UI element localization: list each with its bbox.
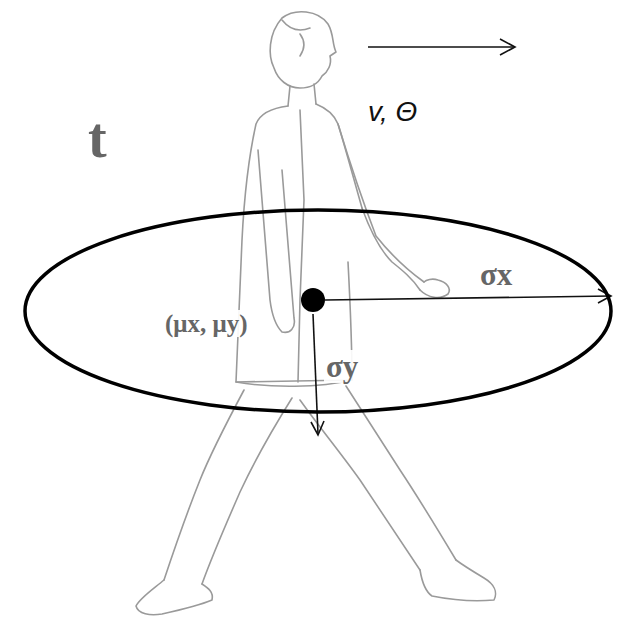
sigma-x-label: σx [478,258,514,291]
sigma-y-label: σy [324,350,360,383]
person-outline [136,12,496,615]
ellipse-outline [23,208,613,414]
velocity-arrow [368,39,515,55]
sigma-x-arrow [325,289,611,303]
mean-label: (μx, μy) [163,310,250,337]
distribution-ellipse: (μx, μy) σx σy [23,208,613,414]
mean-dot [301,288,325,312]
time-label: t [88,110,107,166]
ellipse-shape [25,210,611,412]
sigma-y-arrow [311,314,324,435]
velocity-label: v, Θ [368,98,417,126]
